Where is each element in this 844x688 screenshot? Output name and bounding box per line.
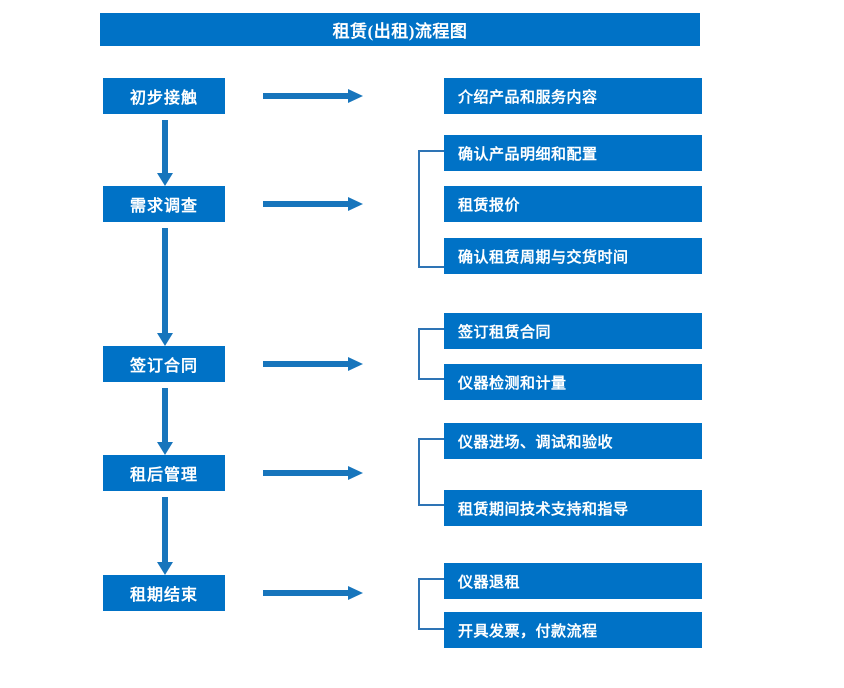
arrow-shaft [263,470,349,476]
horizontal-arrow-4 [263,465,363,481]
detail-box-introduce-products[interactable]: 介绍产品和服务内容 [444,78,702,114]
vertical-arrow-3 [157,388,173,455]
arrow-shaft [162,497,168,562]
arrow-head-down-icon [157,173,173,186]
diagram-title: 租赁(出租)流程图 [100,13,700,46]
detail-box-confirm-rental-period[interactable]: 确认租赁周期与交货时间 [444,238,702,274]
horizontal-arrow-1 [263,88,363,104]
horizontal-arrow-3 [263,356,363,372]
detail-box-rental-quotation[interactable]: 租赁报价 [444,186,702,222]
arrow-head-down-icon [157,333,173,346]
group-bracket-post-rental-management [418,438,444,506]
detail-box-technical-support[interactable]: 租赁期间技术支持和指导 [444,490,702,526]
arrow-shaft [263,361,349,367]
vertical-arrow-2 [157,228,173,346]
group-bracket-rental-end [418,578,444,630]
arrow-shaft [263,201,349,207]
stage-box-sign-contract[interactable]: 签订合同 [103,346,225,382]
group-bracket-requirement-survey [418,150,444,268]
detail-box-instrument-return[interactable]: 仪器退租 [444,563,702,599]
vertical-arrow-1 [157,120,173,186]
detail-box-instrument-inspection[interactable]: 仪器检测和计量 [444,364,702,400]
stage-box-requirement-survey[interactable]: 需求调查 [103,186,225,222]
vertical-arrow-4 [157,497,173,575]
stage-box-rental-end[interactable]: 租期结束 [103,575,225,611]
arrow-head-right-icon [348,89,363,103]
arrow-head-right-icon [348,197,363,211]
stage-box-initial-contact[interactable]: 初步接触 [103,78,225,114]
arrow-shaft [263,93,349,99]
arrow-shaft [263,590,349,596]
arrow-head-down-icon [157,562,173,575]
arrow-head-down-icon [157,442,173,455]
stage-box-post-rental-management[interactable]: 租后管理 [103,455,225,491]
detail-box-invoice-and-payment[interactable]: 开具发票，付款流程 [444,612,702,648]
arrow-shaft [162,228,168,333]
arrow-head-right-icon [348,586,363,600]
arrow-shaft [162,120,168,173]
horizontal-arrow-2 [263,196,363,212]
horizontal-arrow-5 [263,585,363,601]
detail-box-sign-rental-contract[interactable]: 签订租赁合同 [444,313,702,349]
group-bracket-sign-contract [418,328,444,380]
detail-box-instrument-entry-and-acceptance[interactable]: 仪器进场、调试和验收 [444,423,702,459]
detail-box-confirm-product-details[interactable]: 确认产品明细和配置 [444,135,702,171]
arrow-head-right-icon [348,466,363,480]
arrow-shaft [162,388,168,442]
arrow-head-right-icon [348,357,363,371]
